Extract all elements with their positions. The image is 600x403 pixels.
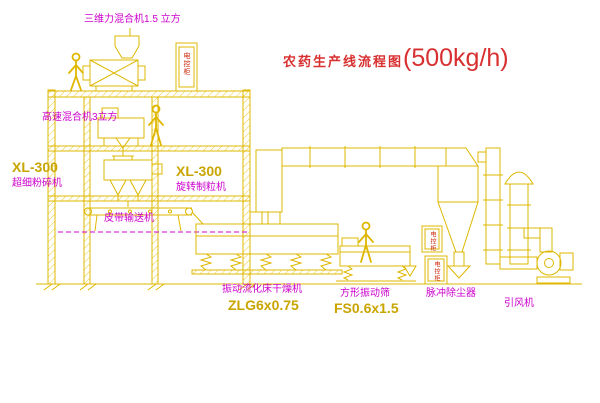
spring [229,253,243,271]
model-dryer: ZLG6x0.75 [228,297,299,313]
label-high-speed-mixer: 高速混合机3立方 [42,112,118,123]
label-granulator: 旋转制粒机 [176,182,226,193]
label-3d-mixer: 三维力混合机1.5 立方 [84,14,181,25]
building-frame [36,89,582,291]
model-granulator: XL-300 [176,163,222,179]
person-figure [68,52,84,91]
cyclone-separator [437,151,487,279]
induced-draft-fan [523,227,574,284]
exhaust-duct [255,146,479,213]
control-cabinet [175,42,198,92]
cabinet-text: 电控柜 [429,231,435,252]
rotary-granulator [103,148,163,201]
discharge-cone [403,265,417,277]
title-capacity: (500kg/h) [403,44,509,72]
belt-conveyor [84,201,204,232]
spring [342,265,354,281]
high-speed-mixer [97,107,145,149]
drawing-title: 农药生产线流程图 (500kg/h) [283,44,509,73]
fluid-bed-dryer [191,211,343,275]
cabinet-text: 电控柜 [433,261,439,282]
label-dryer: 振动流化床干燥机 [222,284,302,295]
control-cabinet [421,225,443,253]
pipe-flanges [483,174,503,251]
fan-inlet-pipe [483,147,538,270]
control-cabinet [424,255,448,285]
cabinet-text: 电控柜 [183,52,190,76]
label-dust-collector: 脉冲除尘器 [426,288,476,299]
person-figure [358,221,374,263]
title-text: 农药生产线流程图 [283,54,404,69]
duct-flanges [309,146,416,168]
rain-cap [504,171,534,185]
spring [289,253,303,271]
label-fan: 引风机 [504,298,534,309]
label-pulverizer: 超细粉碎机 [12,178,62,189]
model-pulverizer: XL-300 [12,159,58,175]
person-figure [148,104,164,146]
exhaust-stack [504,171,534,265]
spring [259,253,273,271]
foundation-hatch [43,283,256,291]
square-vibrating-screen [336,237,417,282]
label-belt-conveyor: 皮带输送机 [104,213,154,224]
model-screen: FS0.6x1.5 [334,300,399,316]
3d-mixer [82,28,146,92]
spring [199,253,213,271]
feed-hopper [114,35,140,59]
label-screen: 方形振动筛 [340,288,390,299]
spring [319,253,333,271]
